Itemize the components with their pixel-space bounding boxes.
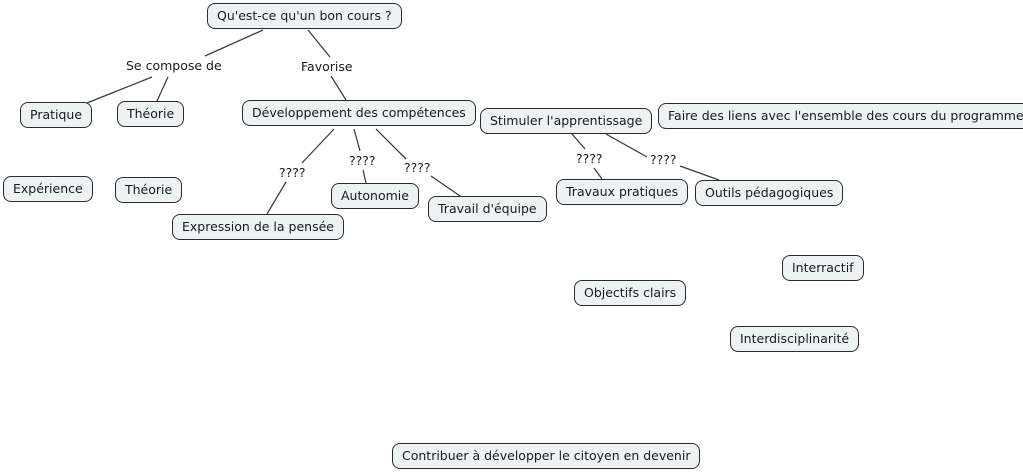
edge-se-compose-de-theorie	[156, 76, 169, 102]
node-theorie-2[interactable]: Théorie	[115, 177, 183, 203]
edge-q2-autonomie	[362, 169, 367, 184]
node-interractif[interactable]: Interractif	[782, 255, 864, 281]
node-travail-equipe[interactable]: Travail d'équipe	[428, 196, 547, 222]
edge-developpement-q3	[375, 128, 407, 160]
linking-unknown-5[interactable]: ????	[650, 152, 677, 167]
linking-se-compose-de[interactable]: Se compose de	[126, 58, 222, 73]
node-stimuler-apprentissage[interactable]: Stimuler l'apprentissage	[480, 108, 653, 134]
edge-q4-travaux-pratiques	[593, 167, 603, 180]
linking-favorise[interactable]: Favorise	[301, 59, 353, 74]
edge-q3-travail-equipe	[430, 175, 461, 197]
edge-favorise-developpement	[330, 75, 347, 101]
edge-stimuler-q5	[605, 133, 648, 158]
edge-root-favorise	[307, 29, 331, 58]
node-root-question[interactable]: Qu'est-ce qu'un bon cours ?	[207, 3, 402, 29]
linking-unknown-2[interactable]: ????	[349, 153, 376, 168]
linking-unknown-3[interactable]: ????	[404, 160, 431, 175]
edge-stimuler-q4	[571, 133, 586, 150]
node-autonomie[interactable]: Autonomie	[331, 183, 419, 209]
node-interdisciplinarite[interactable]: Interdisciplinarité	[730, 326, 860, 352]
node-developpement-competences[interactable]: Développement des compétences	[242, 100, 476, 126]
edge-root-se-compose-de	[204, 29, 264, 57]
node-contribuer-citoyen[interactable]: Contribuer à développer le citoyen en de…	[392, 443, 701, 469]
node-experience[interactable]: Expérience	[3, 176, 93, 202]
node-theorie-1[interactable]: Théorie	[117, 101, 185, 127]
edge-se-compose-de-pratique	[86, 76, 153, 104]
node-faire-des-liens[interactable]: Faire des liens avec l'ensemble des cour…	[658, 103, 1023, 129]
node-objectifs-clairs[interactable]: Objectifs clairs	[574, 280, 687, 306]
node-travaux-pratiques[interactable]: Travaux pratiques	[556, 179, 689, 205]
linking-unknown-1[interactable]: ????	[279, 165, 306, 180]
edge-q1-expression	[266, 181, 287, 215]
edge-q5-outils-pedagogiques	[679, 165, 720, 181]
linking-unknown-4[interactable]: ????	[576, 151, 603, 166]
node-expression-pensee[interactable]: Expression de la pensée	[172, 214, 344, 240]
node-pratique[interactable]: Pratique	[20, 102, 93, 128]
edge-developpement-q1	[301, 128, 335, 164]
edge-developpement-q2	[353, 128, 361, 152]
node-outils-pedagogiques[interactable]: Outils pédagogiques	[695, 180, 844, 206]
